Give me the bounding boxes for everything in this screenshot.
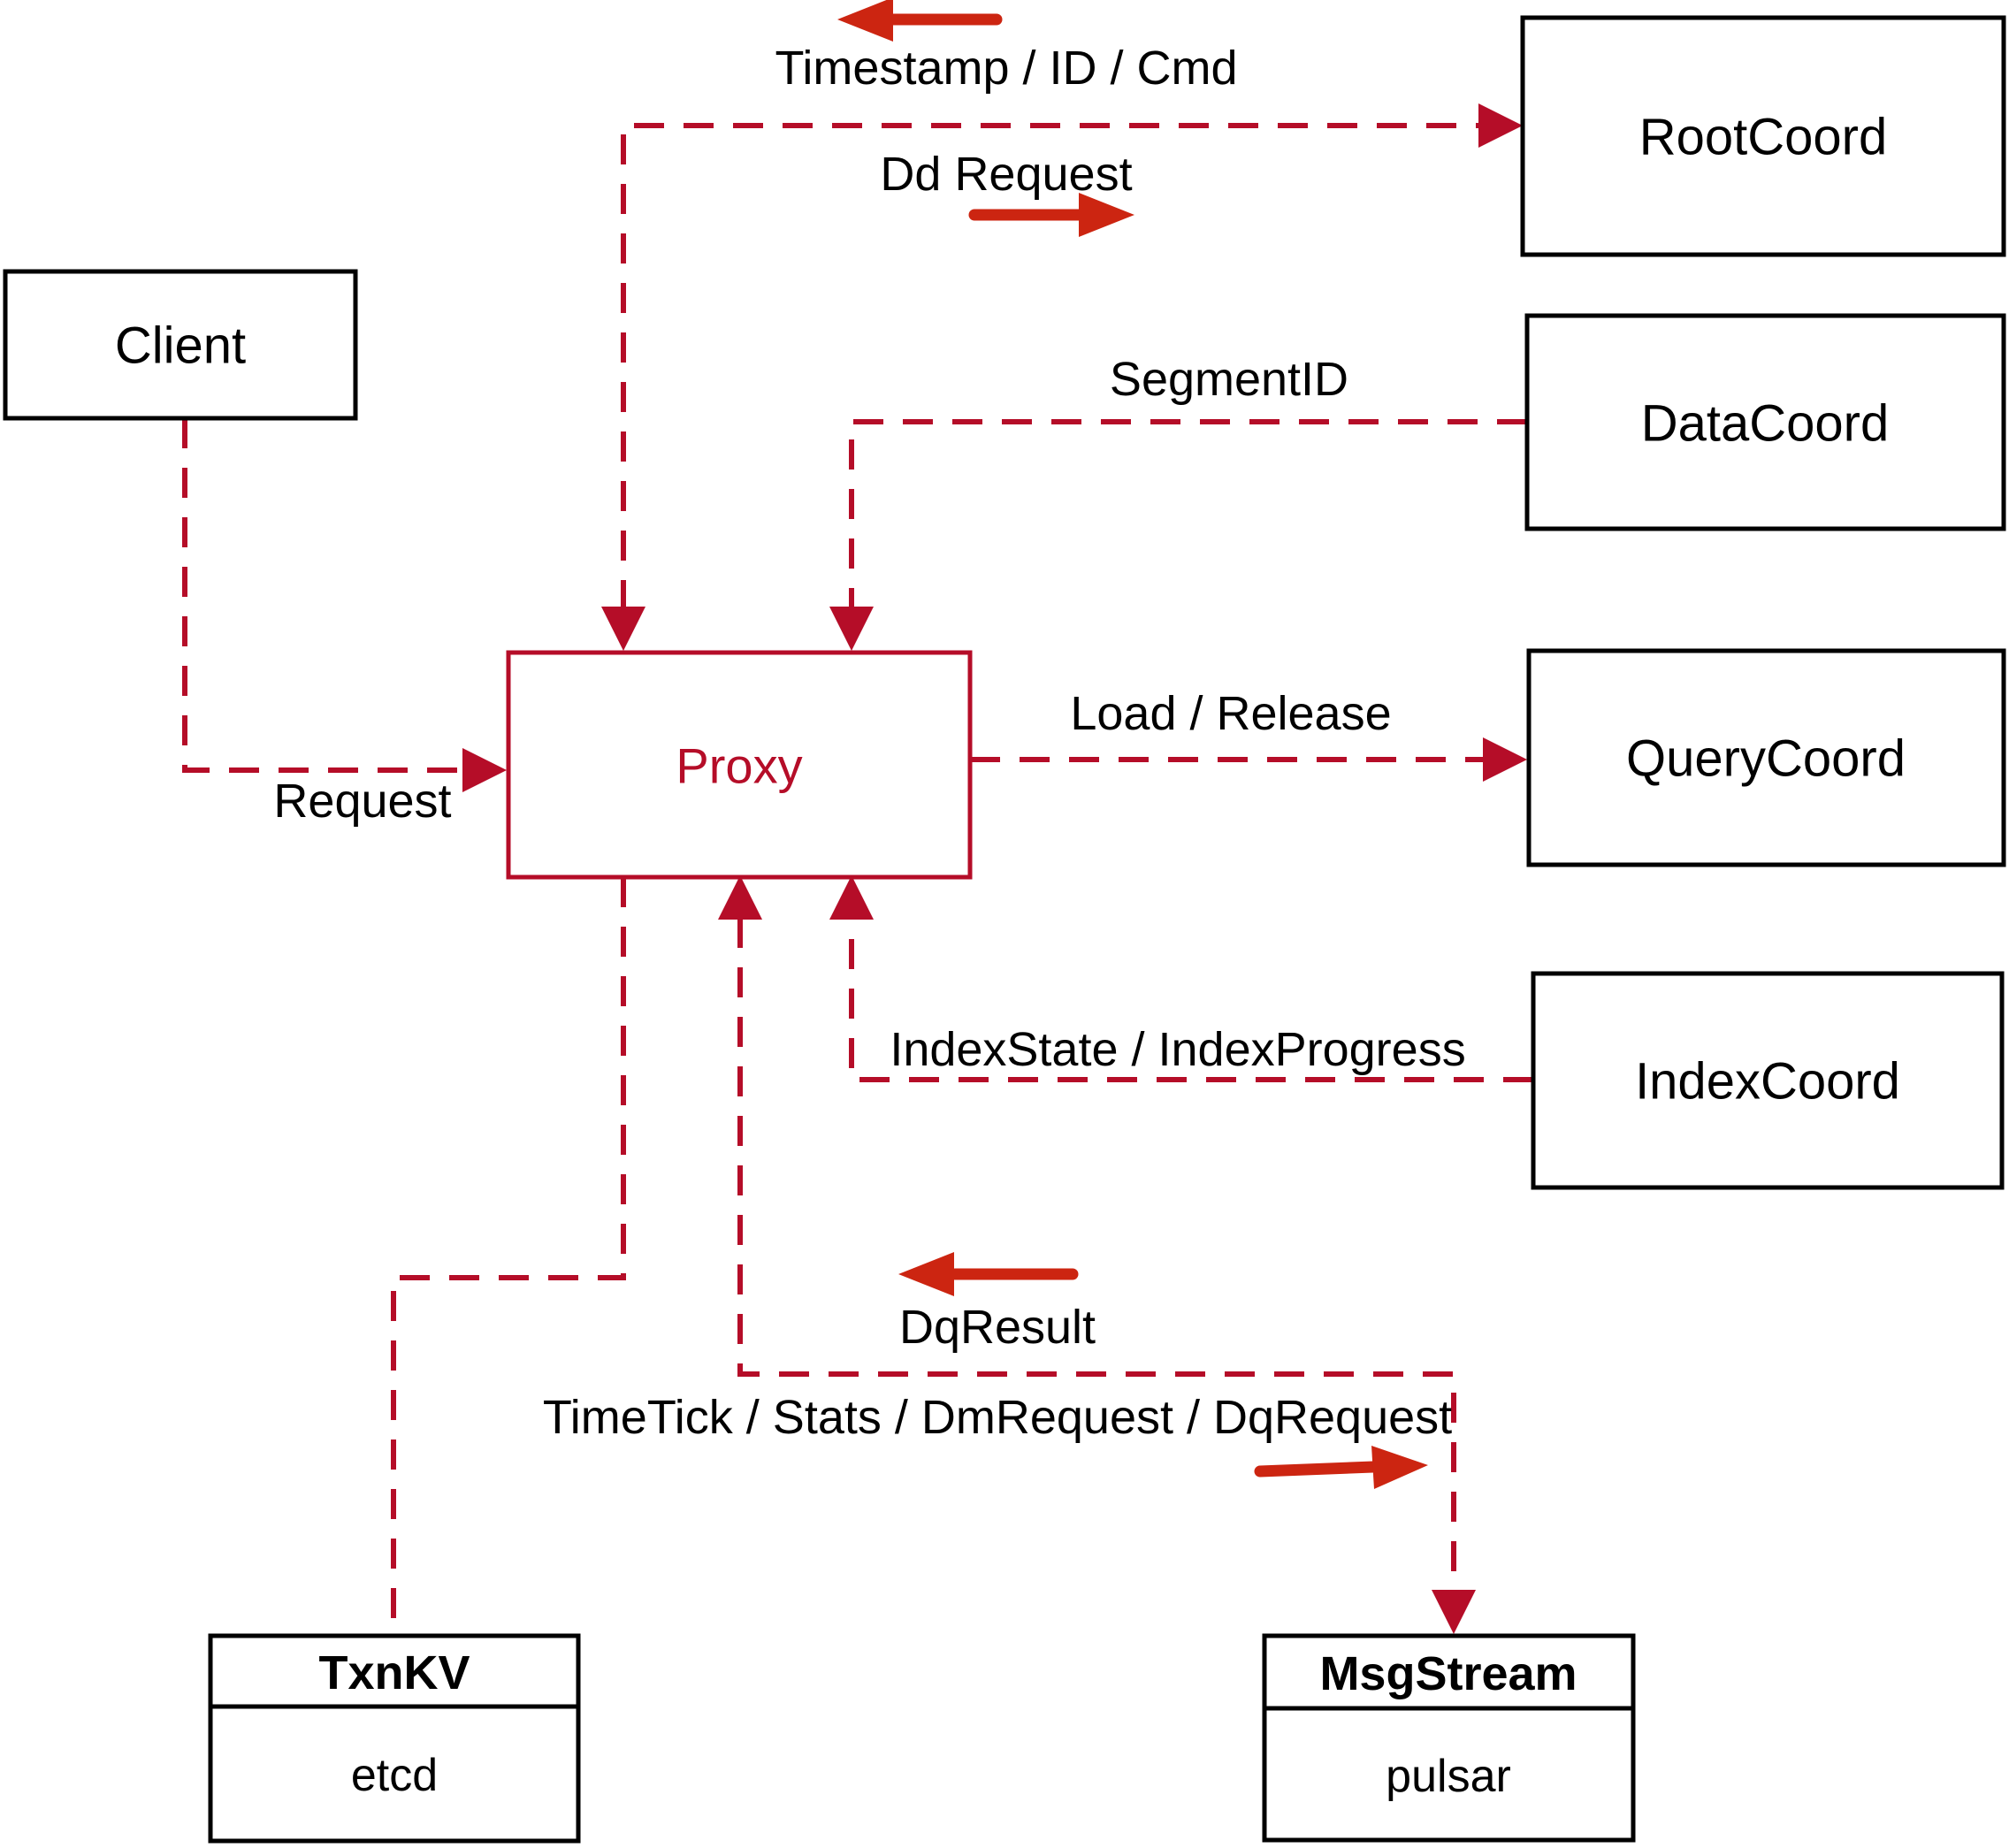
timestamp-id-cmd-label: Timestamp / ID / Cmd: [775, 42, 1237, 95]
node-rootcoord: RootCoord: [1520, 15, 2006, 257]
datacoord-box: [1524, 313, 2006, 531]
dd-request-label: Dd Request: [880, 148, 1132, 201]
edge-indexcoord-proxy: [849, 918, 1533, 1082]
edge-proxy-msgstream: [737, 918, 1456, 1592]
arrowhead-into-proxy-bottom-right: [829, 875, 874, 920]
node-txnkv: TxnKV etcd: [208, 1633, 581, 1844]
edge-arrowheads: [462, 103, 1527, 1634]
msgstream-box: [1262, 1633, 1636, 1843]
rootcoord-box: [1520, 15, 2006, 257]
edge-client-proxy: [182, 418, 466, 773]
client-label: Client: [115, 317, 246, 374]
node-indexcoord: IndexCoord: [1531, 971, 2005, 1190]
edges: [182, 123, 1533, 1634]
edge-labels: Timestamp / ID / Cmd Dd Request SegmentI…: [273, 42, 1465, 1444]
indexcoord-box: [1531, 971, 2005, 1190]
txnkv-box: [208, 1633, 581, 1844]
arrowhead-into-proxy-left: [462, 748, 507, 792]
dd-request-direction-right-arrow-icon: [968, 193, 1134, 237]
segment-id-label: SegmentID: [1110, 353, 1348, 406]
time-tick-direction-right-arrow-icon: [1254, 1446, 1428, 1489]
proxy-box: [506, 650, 973, 880]
querycoord-box: [1526, 648, 2006, 867]
arrowhead-into-proxy-bottom-left: [718, 875, 762, 920]
querycoord-label: QueryCoord: [1626, 729, 1906, 787]
arrowhead-into-msgstream: [1432, 1590, 1476, 1634]
time-tick-stats-label: TimeTick / Stats / DmRequest / DqRequest: [543, 1391, 1452, 1444]
edge-proxy-txnkv: [391, 877, 626, 1634]
arrowhead-into-proxy-top-right: [829, 607, 874, 651]
node-datacoord: DataCoord: [1524, 313, 2006, 531]
datacoord-label: DataCoord: [1641, 394, 1889, 452]
index-state-progress-label: IndexState / IndexProgress: [890, 1023, 1465, 1076]
arrowhead-into-proxy-top-left: [601, 607, 645, 651]
msgstream-impl: pulsar: [1386, 1751, 1511, 1802]
proxy-label: Proxy: [676, 738, 802, 794]
client-box: [3, 269, 358, 421]
arrowhead-into-rootcoord: [1478, 103, 1523, 148]
node-msgstream: MsgStream pulsar: [1262, 1633, 1636, 1843]
indexcoord-label: IndexCoord: [1635, 1052, 1900, 1110]
load-release-label: Load / Release: [1070, 687, 1391, 740]
arrowhead-into-querycoord: [1483, 737, 1527, 782]
node-client: Client: [3, 269, 358, 421]
txnkv-impl: etcd: [351, 1750, 438, 1801]
node-proxy: Proxy: [506, 650, 973, 880]
dq-result-direction-left-arrow-icon: [898, 1252, 1079, 1296]
edge-datacoord-proxy: [849, 419, 1527, 610]
rootcoord-label: RootCoord: [1639, 108, 1887, 165]
timestamp-direction-left-arrow-icon: [837, 0, 1003, 42]
msgstream-title: MsgStream: [1319, 1647, 1577, 1700]
node-querycoord: QueryCoord: [1526, 648, 2006, 867]
txnkv-title: TxnKV: [318, 1646, 470, 1699]
direction-arrows: [837, 0, 1428, 1489]
edge-proxy-rootcoord: [621, 123, 1480, 610]
dq-result-label: DqResult: [899, 1301, 1096, 1354]
request-label: Request: [273, 775, 451, 828]
